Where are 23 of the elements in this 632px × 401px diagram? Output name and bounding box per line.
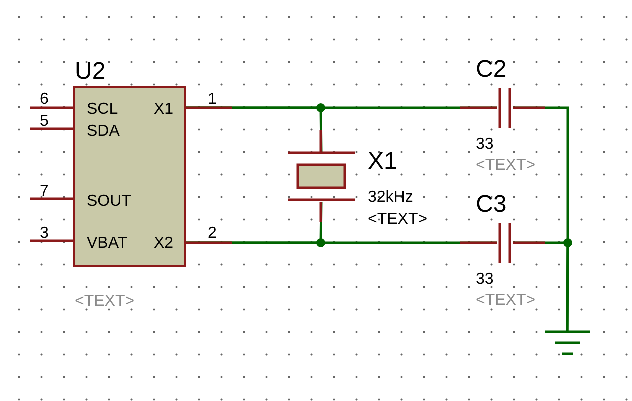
component-value: <TEXT> bbox=[368, 212, 428, 228]
pin-number: 1 bbox=[208, 92, 217, 108]
pin-name: SDA bbox=[87, 124, 120, 140]
reference-designator: X1 bbox=[368, 150, 398, 174]
reference-designator: U2 bbox=[75, 60, 106, 84]
pin-name: SOUT bbox=[87, 194, 132, 210]
component-value: 32kHz bbox=[368, 190, 414, 206]
pin-number: 3 bbox=[40, 226, 49, 242]
pin-name: VBAT bbox=[87, 236, 128, 252]
pin-name: X1 bbox=[154, 102, 174, 118]
reference-designator: C3 bbox=[476, 193, 507, 217]
placeholder-text: <TEXT> bbox=[476, 158, 536, 174]
placeholder-text: <TEXT> bbox=[75, 294, 135, 310]
pin-name: X2 bbox=[154, 236, 174, 252]
pin-number: 7 bbox=[40, 184, 49, 200]
pin-number: 6 bbox=[40, 92, 49, 108]
pin-name: SCL bbox=[87, 102, 118, 118]
placeholder-text: <TEXT> bbox=[476, 293, 536, 309]
component-value: 33 bbox=[476, 137, 494, 153]
pin-number: 2 bbox=[208, 226, 217, 242]
reference-designator: C2 bbox=[476, 58, 507, 82]
pin-number: 5 bbox=[40, 114, 49, 130]
component-value: 33 bbox=[476, 272, 494, 288]
